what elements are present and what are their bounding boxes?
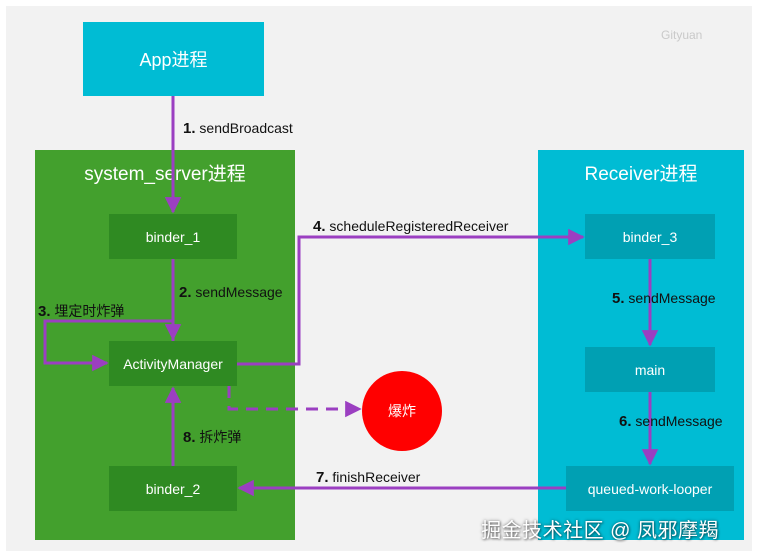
edge-num-7: 7.	[316, 469, 329, 486]
binder-3-label: binder_3	[622, 228, 678, 245]
edge-label-8: 8. 拆炸弹	[183, 427, 241, 447]
edge-text-5: sendMessage	[628, 290, 716, 306]
queued-work-looper-box: queued-work-looper	[566, 466, 734, 511]
edge-num-5: 5.	[612, 290, 625, 307]
binder-1-label: binder_1	[145, 228, 201, 245]
arrow-schedule-registered-receiver	[237, 228, 585, 366]
edge-text-4: scheduleRegisteredReceiver	[329, 218, 509, 234]
system-server-title: system_server进程	[84, 164, 246, 185]
edge-num-8: 8.	[183, 429, 196, 446]
edge-text-6: sendMessage	[635, 413, 723, 429]
edge-label-4: 4. scheduleRegisteredReceiver	[313, 218, 508, 235]
edge-label-1: 1. sendBroadcast	[183, 120, 293, 137]
edge-num-1: 1.	[183, 120, 196, 137]
edge-label-3: 3. 埋定时炸弹	[38, 301, 124, 321]
edge-text-8: 拆炸弹	[199, 429, 242, 445]
edge-text-1: sendBroadcast	[199, 120, 293, 136]
binder-2-box: binder_2	[109, 466, 237, 511]
app-process-box: App进程	[83, 22, 264, 96]
explosion-circle: 爆炸	[362, 371, 442, 451]
edge-label-2: 2. sendMessage	[179, 284, 283, 301]
watermark-juejin: 掘金技术社区 @ 凤邪摩羯	[481, 520, 719, 542]
watermark-gityuan: Gityuan	[661, 28, 703, 42]
edge-num-3: 3.	[38, 303, 51, 320]
main-label: main	[634, 361, 666, 378]
arrow-explosion-dashed	[227, 386, 362, 418]
explosion-label: 爆炸	[388, 403, 416, 419]
binder-3-box: binder_3	[585, 214, 715, 259]
edge-num-2: 2.	[179, 284, 192, 301]
binder-1-box: binder_1	[109, 214, 237, 259]
edge-text-3: 埋定时炸弹	[54, 303, 125, 319]
edge-text-2: sendMessage	[195, 284, 283, 300]
edge-label-6: 6. sendMessage	[619, 413, 723, 430]
edge-label-7: 7. finishReceiver	[316, 469, 420, 486]
edge-num-4: 4.	[313, 218, 326, 235]
edge-text-7: finishReceiver	[332, 469, 421, 485]
app-process-label: App进程	[139, 50, 208, 70]
edge-label-5: 5. sendMessage	[612, 290, 716, 307]
binder-2-label: binder_2	[145, 480, 201, 497]
main-box: main	[585, 347, 715, 392]
activity-manager-label: ActivityManager	[123, 355, 223, 372]
arrow-plant-timer	[43, 319, 175, 372]
edge-num-6: 6.	[619, 413, 632, 430]
queued-work-looper-label: queued-work-looper	[587, 480, 713, 497]
activity-manager-box: ActivityManager	[109, 341, 237, 386]
receiver-title: Receiver进程	[584, 164, 698, 185]
